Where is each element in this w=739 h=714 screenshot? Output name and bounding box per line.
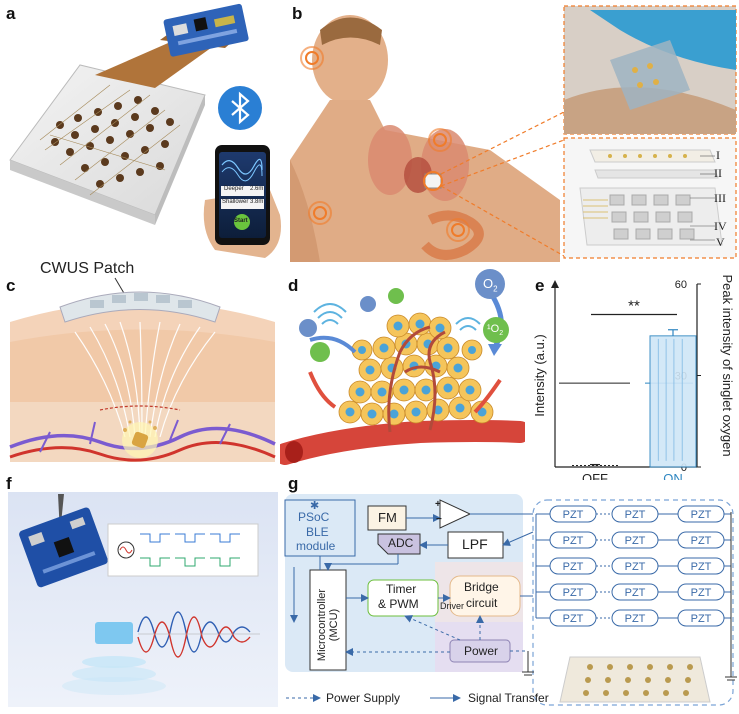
driver-label: Driver: [440, 601, 464, 611]
panel-g: g: [280, 472, 739, 709]
pzt-label: PZT: [691, 535, 712, 547]
legend-signal-transfer: Signal Transfer: [468, 691, 549, 705]
mcu-label: Microcontroller (MCU): [316, 588, 340, 662]
pzt-label: PZT: [625, 535, 646, 547]
electrode-array: [39, 84, 181, 196]
layer-label-4: IV: [714, 219, 727, 233]
o2-badge-label: O2: [483, 276, 498, 294]
panel-label-c: c: [6, 276, 16, 295]
pzt-label: PZT: [691, 613, 712, 625]
pzt-label: PZT: [563, 587, 584, 599]
pzt-label: PZT: [625, 613, 646, 625]
ble-label: BLE: [306, 525, 329, 539]
pzt-label: PZT: [691, 587, 712, 599]
lpf-label: LPF: [462, 536, 488, 552]
singlet-oxygen-badge-label: ¹O2: [487, 323, 504, 338]
fm-label: FM: [378, 510, 397, 525]
tissue-cross-section: [9, 277, 276, 462]
panel-f: f: [0, 472, 280, 709]
adc-label: ADC: [388, 536, 414, 550]
human-body-illustration: [290, 5, 737, 262]
layer-label-1: I: [716, 148, 720, 162]
power-label: Power: [464, 644, 499, 658]
panel-label-g: g: [288, 474, 299, 493]
pzt-label: PZT: [563, 535, 584, 547]
panel-label-f: f: [6, 474, 12, 493]
timer-label: Timer: [386, 582, 417, 596]
pzt-label: PZT: [691, 509, 712, 521]
bluetooth-small-icon: ✱: [310, 500, 320, 512]
legend-power-supply: Power Supply: [326, 691, 401, 705]
phone-row2-label: Shallower: [222, 199, 249, 205]
layer-label-3: III: [714, 191, 726, 205]
amp-minus: −: [436, 514, 442, 525]
circuit-label: circuit: [466, 596, 498, 610]
pzt-label: PZT: [563, 561, 584, 573]
panel-label-d: d: [288, 276, 299, 295]
y-tick-label: 60: [675, 279, 687, 291]
pzt-label: PZT: [563, 613, 584, 625]
bar-on: [649, 335, 697, 468]
phone-row1-label: Deeper: [224, 186, 244, 192]
pzt-label: PZT: [691, 561, 712, 573]
singlet-oxygen-chart: 03060Intensity (a.u.)Peak intensity of s…: [532, 274, 735, 486]
phone-row2-value: 3.8m: [250, 199, 264, 205]
significance-label: **: [628, 298, 640, 315]
layer-label-5: V: [716, 235, 725, 249]
phone-row1-value: 2.6m: [250, 186, 264, 192]
cwus-patch-label: CWUS Patch: [40, 260, 135, 277]
panel-c: c CWUS Patch: [0, 260, 280, 472]
pzt-label: PZT: [625, 509, 646, 521]
y-axis-label-left: Intensity (a.u.): [532, 334, 547, 416]
phone-start-button: Start: [234, 218, 248, 224]
psoc-label: PSoC: [298, 510, 330, 524]
patch-illustration: [9, 3, 281, 258]
layer-label-2: II: [714, 166, 722, 180]
y-axis-arrow: [551, 280, 559, 288]
y-axis-label-right: Peak intensity of singlet oxygen: [720, 274, 735, 456]
tumor-cells: [338, 312, 494, 426]
circuit-block-diagram: PZT PZT PZT PZT PZT PZT PZT PZT PZT PZT PZT PZT PZT P…: [284, 494, 737, 706]
panel-label-a: a: [6, 4, 16, 23]
panel-a: a: [0, 0, 290, 262]
y-tick-label: 0: [681, 462, 687, 474]
amp-plus: +: [435, 499, 441, 510]
panel-b: b: [290, 0, 739, 262]
bridge-label: Bridge: [464, 580, 499, 594]
pzt-label: PZT: [563, 509, 584, 521]
panel-d: d: [274, 262, 531, 472]
panel-label-e: e: [535, 276, 545, 295]
panel-label-b: b: [292, 4, 303, 23]
pzt-label: PZT: [625, 587, 646, 599]
pzt-label: PZT: [625, 561, 646, 573]
module-label: module: [296, 539, 336, 553]
device-illustration: [8, 492, 278, 707]
panel-e: e 03060Intensity (a.u.)Peak intensity of…: [525, 262, 739, 486]
pwm-label: & PWM: [378, 597, 419, 611]
tumor-illustration: [274, 269, 531, 465]
